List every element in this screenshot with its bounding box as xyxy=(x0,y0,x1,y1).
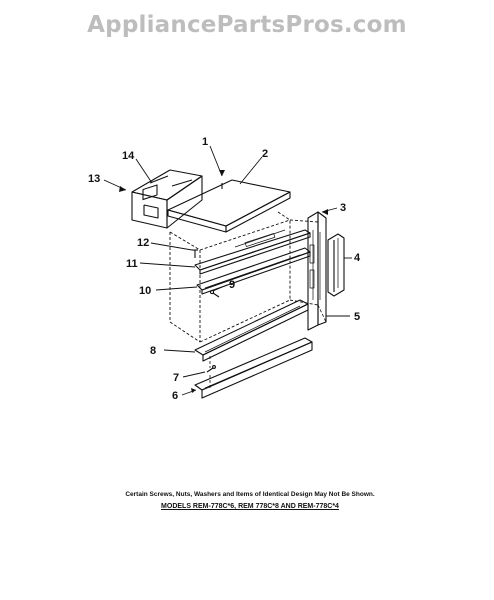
models-caption: MODELS REM-778C*6, REM 778C*8 AND REM-77… xyxy=(161,503,339,510)
part-6-kick-plate xyxy=(194,337,313,399)
callout-9: 9 xyxy=(229,279,235,291)
callout-7: 7 xyxy=(173,372,179,384)
callout-11: 11 xyxy=(126,258,138,270)
callout-4: 4 xyxy=(354,252,361,264)
watermark-logo: AppliancePartsPros.com xyxy=(87,12,407,38)
callout-12: 12 xyxy=(137,237,149,249)
callout-2: 2 xyxy=(262,148,268,160)
callout-10: 10 xyxy=(139,285,151,297)
callout-3: 3 xyxy=(340,202,346,214)
part-11-trim-strip xyxy=(194,229,311,275)
part-10-rail xyxy=(196,247,311,295)
arrowheads xyxy=(119,170,328,393)
cabinet-outline xyxy=(169,211,319,343)
part-7-screw xyxy=(206,365,216,373)
callout-labels: 1 2 3 4 5 6 7 8 9 10 11 12 13 14 xyxy=(88,136,361,402)
part-8-lower-rail xyxy=(194,299,309,362)
callout-1: 1 xyxy=(202,136,208,148)
callout-14: 14 xyxy=(122,150,135,162)
footnote: Certain Screws, Nuts, Washers and Items … xyxy=(125,491,375,498)
part-9-screw xyxy=(209,289,220,298)
part-12-screw xyxy=(192,249,198,258)
part-2-top-panel xyxy=(167,179,291,233)
callout-8: 8 xyxy=(150,345,156,357)
callout-5: 5 xyxy=(354,311,360,323)
callout-6: 6 xyxy=(172,390,178,402)
part-14-control-panel xyxy=(131,169,203,229)
leader-lines xyxy=(103,145,352,396)
part-4-side-channel xyxy=(327,233,345,297)
callout-13: 13 xyxy=(88,173,100,185)
part-3-side-trim xyxy=(307,211,327,331)
assembly-guide-lines xyxy=(209,304,327,388)
